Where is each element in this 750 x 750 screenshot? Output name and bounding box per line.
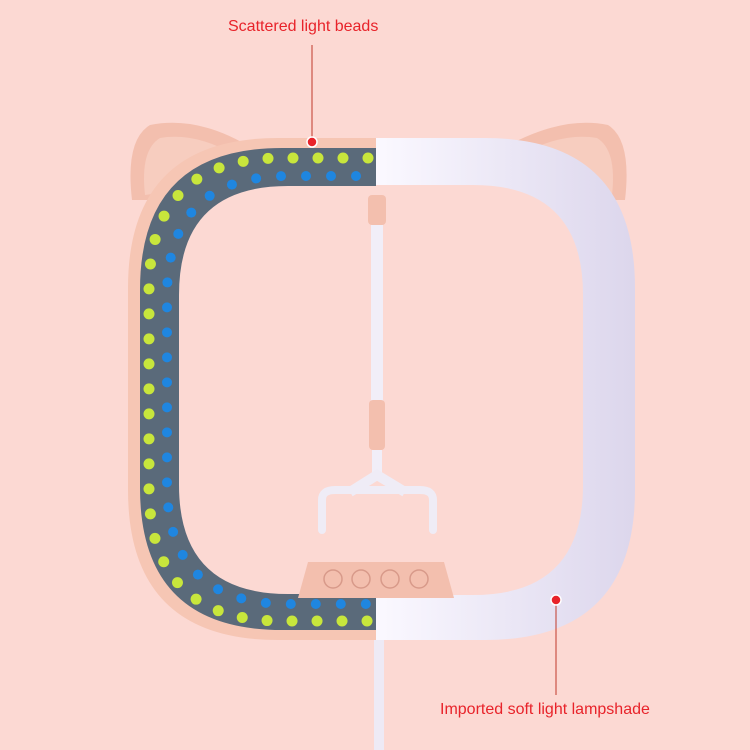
light-bead [236, 611, 248, 623]
light-bead [162, 302, 173, 313]
light-bead [286, 615, 298, 627]
light-bead [177, 549, 188, 560]
light-bead [190, 593, 202, 605]
holder-neck [372, 450, 382, 480]
phone-clip-bracket [347, 469, 408, 497]
light-bead [144, 258, 156, 270]
light-bead [261, 615, 273, 627]
controller-box [298, 562, 454, 598]
light-bead [310, 599, 321, 609]
controller-button-4[interactable] [409, 569, 429, 589]
light-bead [191, 173, 203, 185]
light-bead [204, 190, 215, 201]
beads-pointer-dot [306, 136, 318, 148]
light-bead [171, 577, 183, 589]
light-bead [186, 207, 197, 218]
shade-pointer-dot [550, 594, 562, 606]
light-bead [337, 152, 349, 164]
light-bead [212, 605, 224, 617]
light-bead [213, 162, 225, 174]
light-bead [144, 508, 156, 520]
light-bead [172, 189, 184, 201]
light-bead [162, 377, 172, 388]
light-bead [143, 383, 155, 395]
light-bead [362, 152, 374, 164]
light-bead [162, 477, 172, 488]
light-bead [351, 171, 361, 181]
light-bead [162, 327, 172, 338]
light-bead [236, 593, 247, 604]
light-bead [162, 402, 172, 413]
light-bead [361, 615, 373, 627]
controller-buttons [323, 569, 429, 589]
controller-button-1[interactable] [323, 569, 343, 589]
light-bead [360, 599, 371, 609]
light-bead [143, 433, 155, 445]
light-bead [149, 532, 161, 544]
light-bead [143, 458, 155, 470]
light-bead [165, 252, 176, 263]
lampshade-right-half [376, 138, 635, 640]
holder-rod [371, 225, 383, 405]
controller-button-2[interactable] [351, 569, 371, 589]
light-bead [237, 155, 249, 167]
light-bead [162, 452, 172, 463]
light-bead [143, 283, 155, 295]
light-bead [143, 408, 155, 420]
light-bead [213, 584, 224, 595]
light-bead [251, 173, 262, 184]
light-bead [262, 152, 274, 164]
light-bead [192, 569, 203, 580]
light-bead [149, 233, 161, 245]
light-bead [301, 171, 311, 181]
light-bead [162, 427, 172, 438]
light-bead [226, 179, 237, 190]
holder-mid-joint [369, 400, 385, 450]
light-bead [143, 358, 155, 370]
light-bead [168, 526, 179, 537]
light-bead [311, 615, 323, 627]
light-bead [158, 556, 170, 568]
beads-annotation-label: Scattered light beads [228, 18, 379, 35]
stand-pole [374, 630, 384, 750]
light-beads [143, 152, 374, 627]
light-bead [335, 599, 346, 609]
light-bead [143, 483, 155, 495]
light-bead [260, 597, 271, 608]
light-bead [162, 277, 173, 288]
light-bead [285, 599, 296, 609]
holder-top-joint [368, 195, 386, 225]
light-bead [143, 308, 155, 320]
light-bead [276, 171, 287, 182]
phone-clip [318, 486, 437, 534]
light-bead [287, 152, 299, 164]
light-bead [173, 228, 184, 239]
light-bead [143, 333, 155, 345]
light-bead [158, 210, 170, 222]
light-bead [162, 352, 172, 363]
light-bead [163, 502, 174, 513]
light-bead [326, 171, 336, 181]
light-bead [312, 152, 324, 164]
lampshade-annotation-label: Imported soft light lampshade [440, 701, 650, 718]
light-bead [336, 615, 348, 627]
controller-button-3[interactable] [380, 569, 400, 589]
